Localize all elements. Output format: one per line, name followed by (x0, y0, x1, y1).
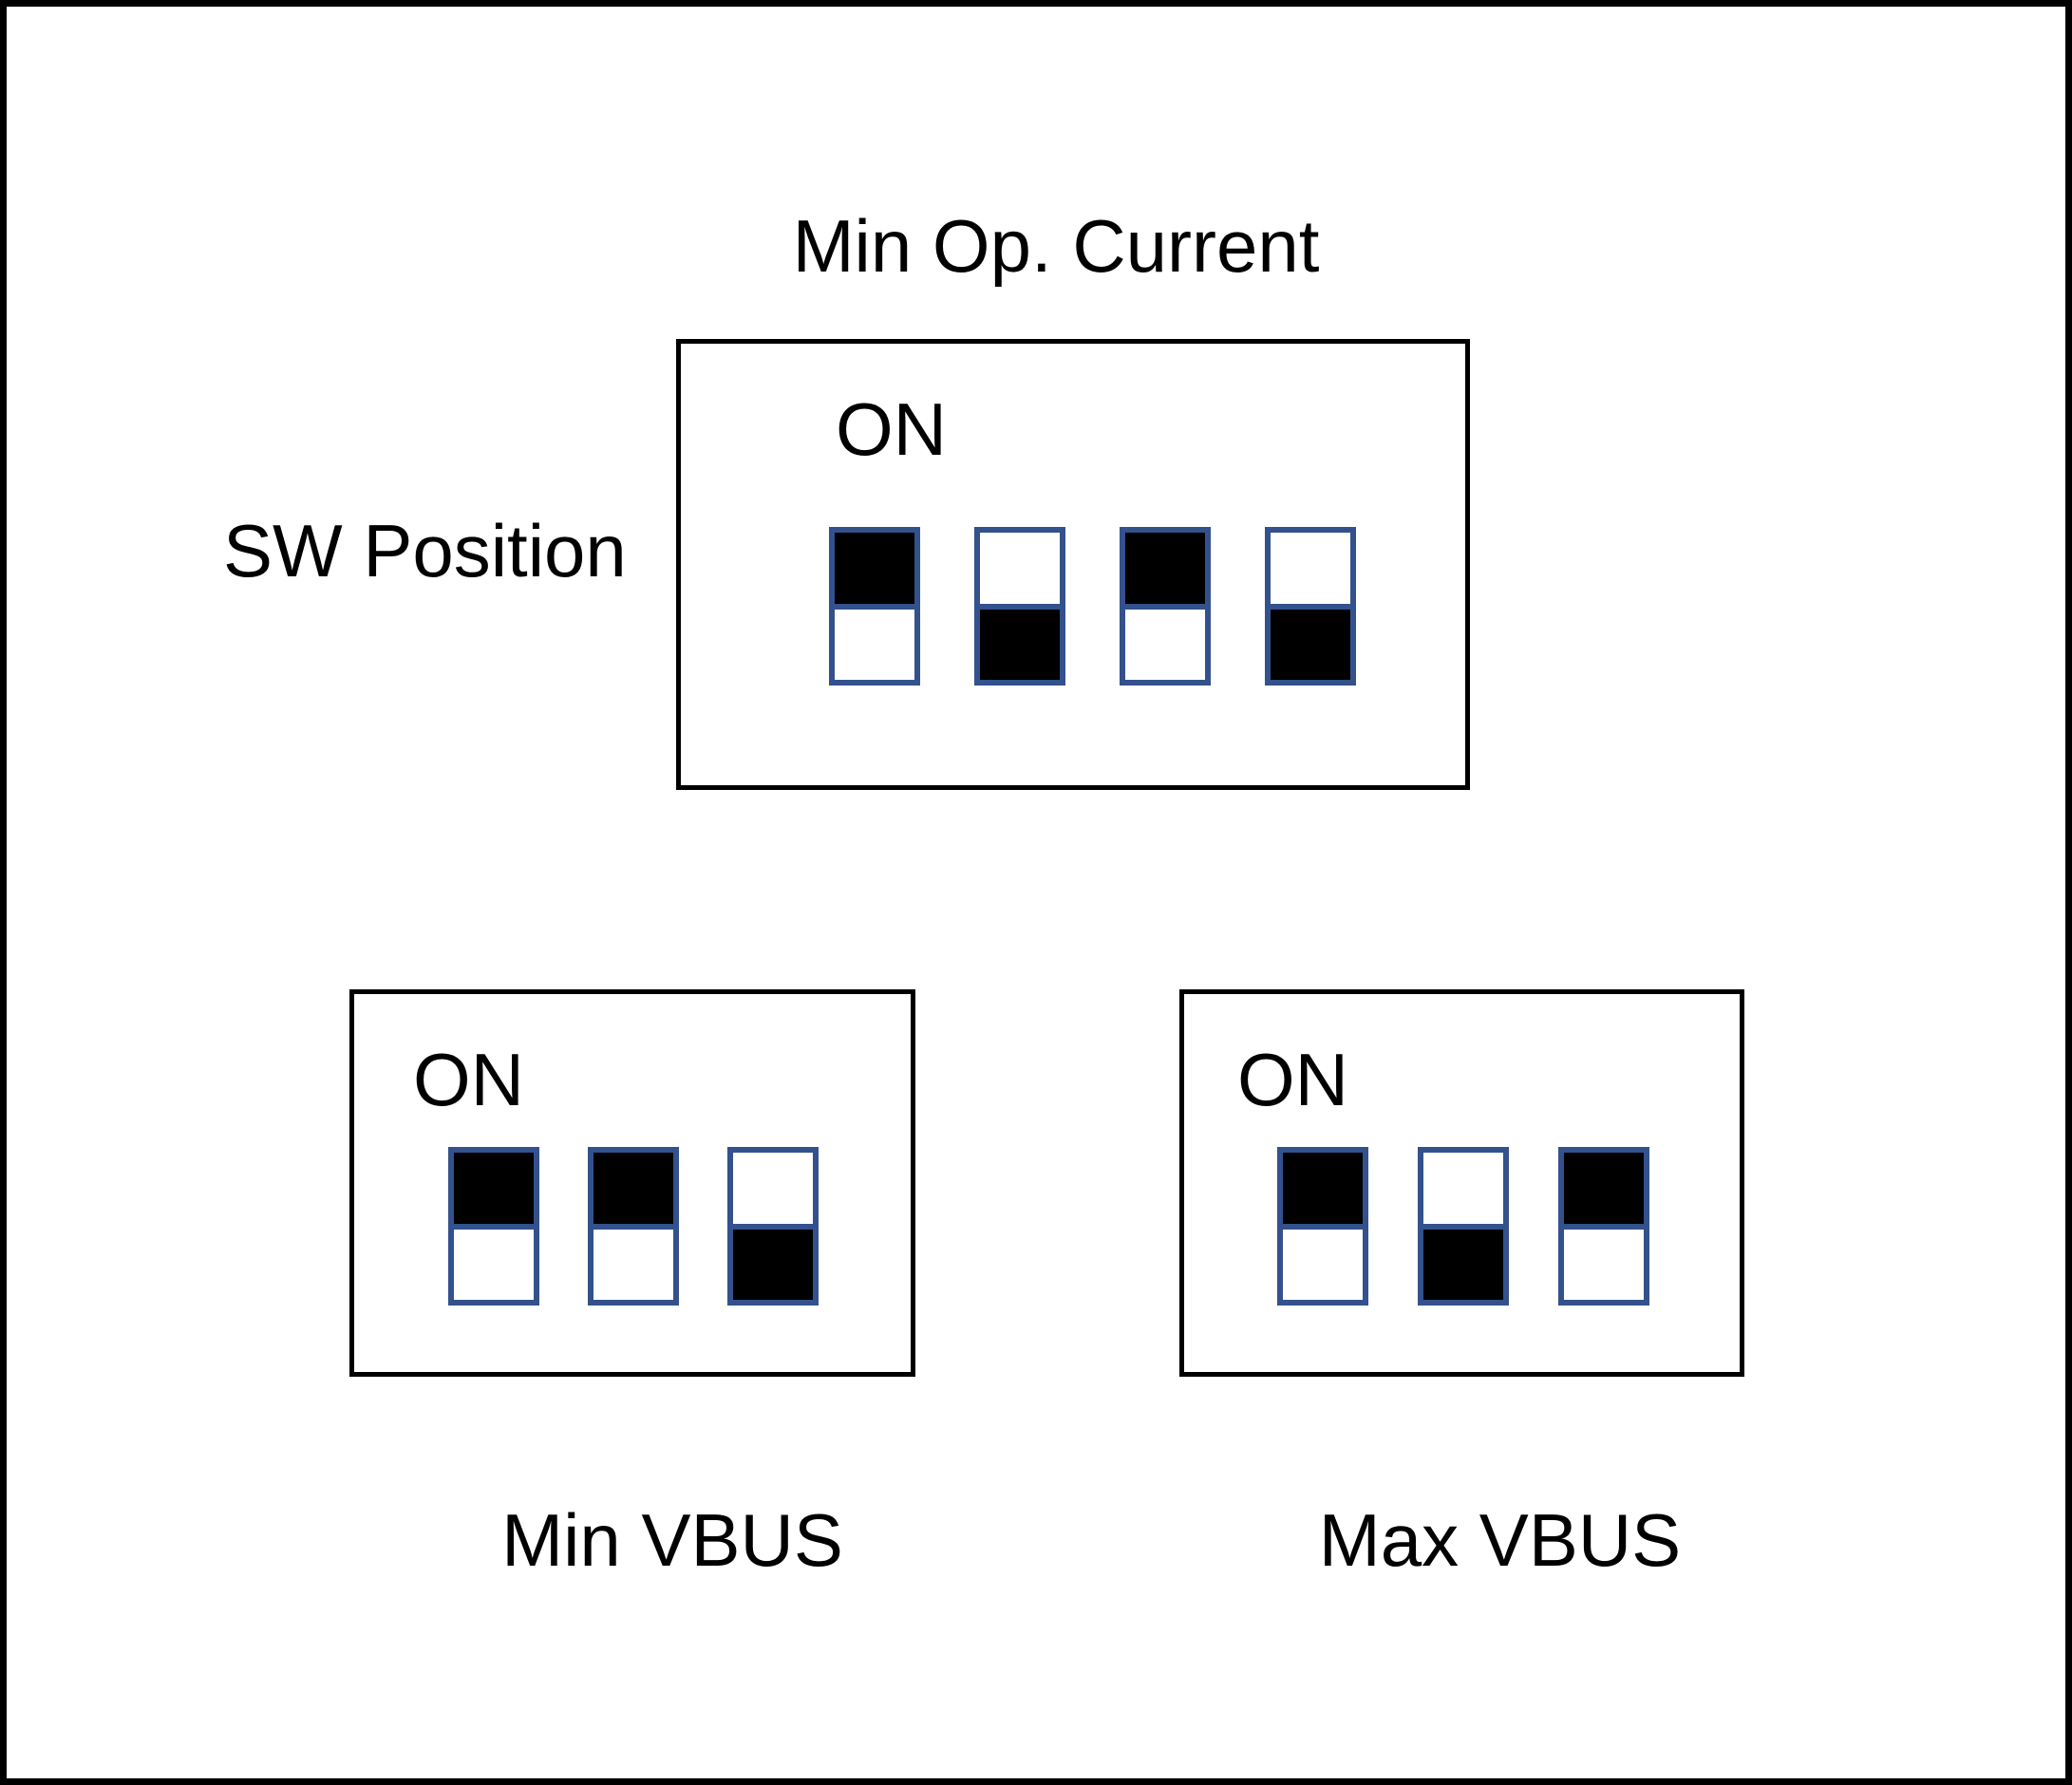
switch-cell-bottom (1423, 1226, 1503, 1300)
dip-switch-up (829, 527, 920, 686)
sw-position-label: SW Position (223, 509, 627, 592)
switch-cell-top (1125, 533, 1205, 607)
switch-cell-top (980, 533, 1060, 607)
switch-cell-top (733, 1153, 813, 1227)
switch-cell-bottom (593, 1226, 673, 1300)
switch-cell-bottom (835, 606, 914, 680)
max-vbus-caption: Max VBUS (1318, 1498, 1682, 1582)
dip-switch-row (829, 527, 1356, 686)
dip-switch-up (448, 1147, 539, 1306)
switch-cell-top (593, 1153, 673, 1227)
switch-cell-bottom (454, 1226, 534, 1300)
switch-cell-bottom (1271, 606, 1350, 680)
switch-cell-top (835, 533, 914, 607)
on-label: ON (413, 1038, 524, 1121)
on-label: ON (836, 387, 947, 471)
dip-switch-up (1120, 527, 1211, 686)
dip-switch-up (588, 1147, 679, 1306)
min-op-current-panel: ON (676, 339, 1470, 790)
on-label: ON (1237, 1038, 1348, 1121)
switch-cell-top (1423, 1153, 1503, 1227)
dip-switch-down (974, 527, 1065, 686)
min-vbus-caption: Min VBUS (501, 1498, 843, 1582)
max-vbus-panel: ON (1179, 989, 1744, 1377)
switch-cell-bottom (1125, 606, 1205, 680)
dip-switch-down (1418, 1147, 1509, 1306)
dip-switch-down (727, 1147, 819, 1306)
switch-cell-top (454, 1153, 534, 1227)
dip-switch-up (1558, 1147, 1649, 1306)
min-vbus-panel: ON (349, 989, 915, 1377)
dip-switch-row (448, 1147, 819, 1306)
switch-cell-bottom (1564, 1226, 1644, 1300)
switch-cell-bottom (733, 1226, 813, 1300)
switch-cell-bottom (980, 606, 1060, 680)
switch-cell-bottom (1283, 1226, 1363, 1300)
diagram-title: Min Op. Current (792, 204, 1320, 288)
switch-cell-top (1564, 1153, 1644, 1227)
dip-switch-up (1277, 1147, 1368, 1306)
dip-switch-row (1277, 1147, 1649, 1306)
switch-cell-top (1283, 1153, 1363, 1227)
switch-cell-top (1271, 533, 1350, 607)
dip-switch-down (1265, 527, 1356, 686)
